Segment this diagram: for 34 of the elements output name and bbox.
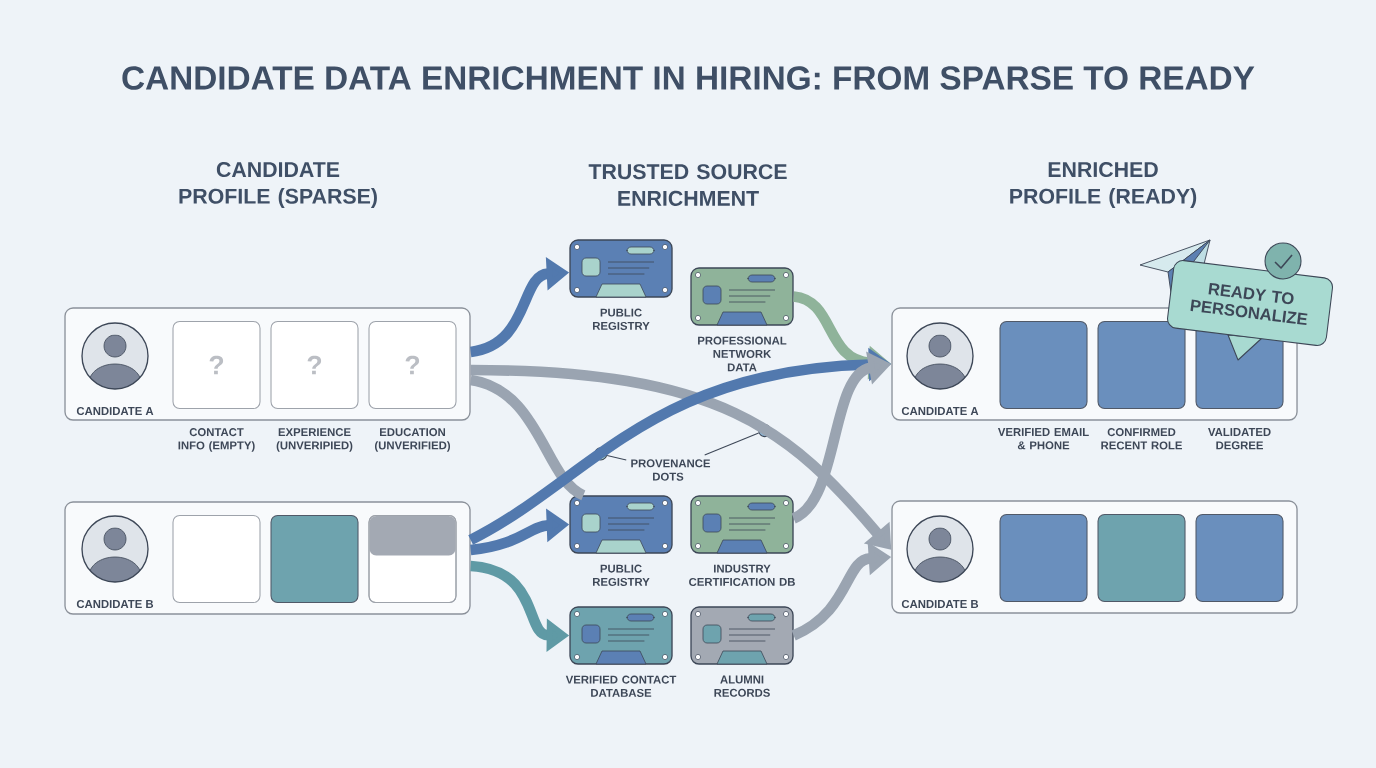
field-caption: CONTACT INFO (EMPTY)	[178, 428, 255, 452]
source-label: INDUSTRY CERTIFICATION DB	[689, 564, 795, 586]
field-box	[368, 514, 457, 604]
field-slot: ?	[172, 320, 261, 410]
source-label: PROFESSIONAL NETWORK DATA	[698, 336, 787, 372]
field-box	[172, 514, 261, 604]
field-caption: VALIDATED DEGREE	[1208, 428, 1271, 450]
candidate-name: CANDIDATE B	[76, 600, 154, 608]
field-slot: ?	[368, 320, 457, 410]
column-heading: TRUSTED SOURCE ENRICHMENT	[588, 164, 787, 206]
column-heading: ENRICHED PROFILE (READY)	[1010, 162, 1197, 208]
field-slot: ?	[270, 320, 359, 410]
field-caption: CONFIRMED RECENT ROLE	[1101, 428, 1182, 450]
source-label: VERIFIED CONTACT DATABASE	[565, 675, 677, 697]
field-caption: VERIFIED EMAIL & PHONE	[997, 428, 1089, 450]
source-label: PUBLIC REGISTRY	[593, 308, 650, 330]
field-caption: EDUCATION (UNVERIFIED)	[375, 428, 450, 452]
source-label: ALUMNI RECORDS	[714, 675, 770, 697]
field-caption: EXPERIENCE (UNVERIPIED)	[276, 428, 353, 452]
field-box	[270, 514, 359, 604]
field-box	[1097, 513, 1186, 603]
candidate-name: CANDIDATE B	[901, 600, 979, 608]
flow-band	[469, 374, 587, 500]
field-box	[1195, 513, 1284, 603]
leader-line	[606, 454, 627, 461]
status-badge: READY TO PERSONALIZE	[1167, 242, 1334, 361]
diagram-title: CANDIDATE DATA ENRICHMENT IN HIRING: FROM SPARSE TO READY	[122, 66, 1255, 90]
source-label: PUBLIC REGISTRY	[593, 564, 650, 586]
field-box	[999, 513, 1088, 603]
candidate-name: CANDIDATE A	[76, 407, 154, 415]
callout-label: PROVENANCE DOTS	[631, 459, 711, 481]
column-heading: CANDIDATE PROFILE (SPARSE)	[179, 162, 377, 208]
leader-line	[704, 432, 760, 456]
candidate-name: CANDIDATE A	[901, 407, 979, 415]
